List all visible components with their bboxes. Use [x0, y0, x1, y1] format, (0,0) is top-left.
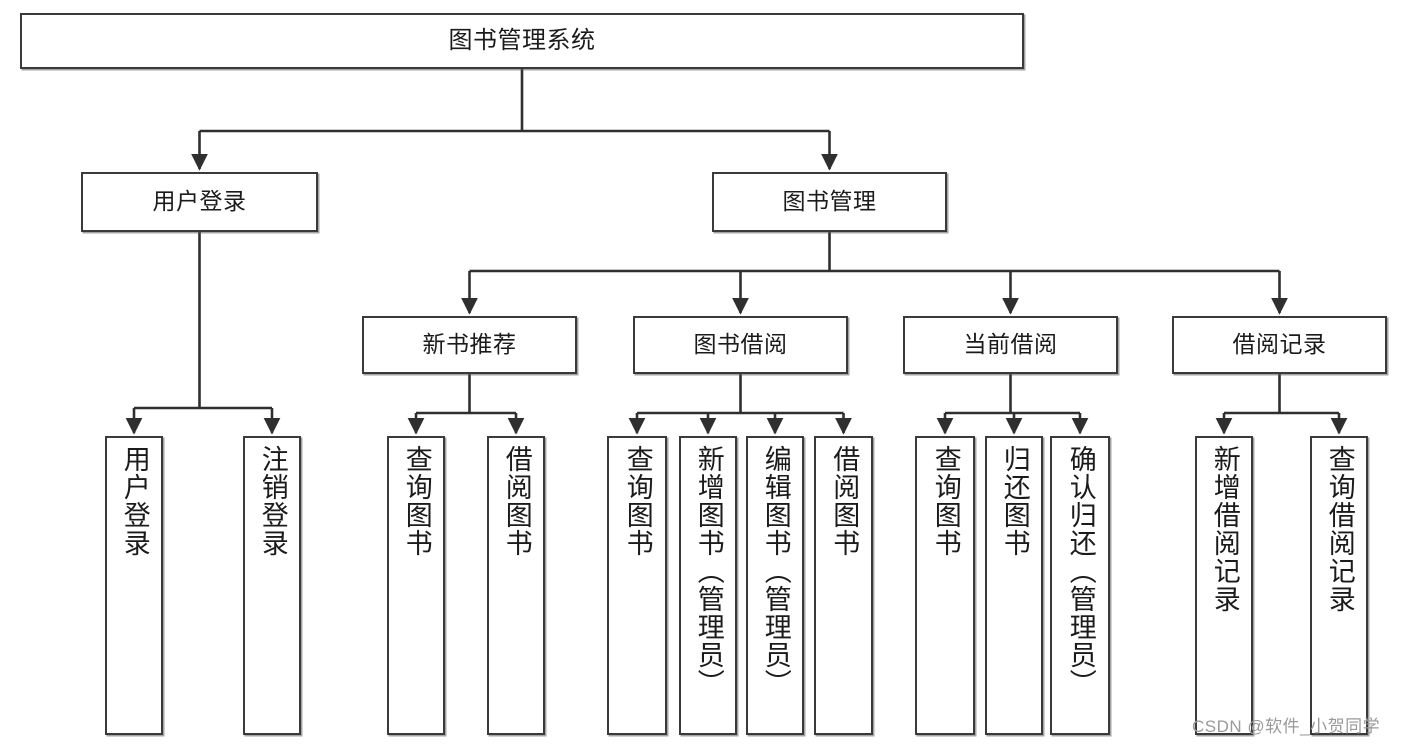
- node-label: 新书推荐: [422, 331, 517, 358]
- node-new-book-recommend[interactable]: 新书推荐: [362, 316, 577, 374]
- node-root[interactable]: 图书管理系统: [20, 13, 1024, 69]
- node-current-borrow[interactable]: 当前借阅: [903, 316, 1118, 374]
- node-label: 新增借阅记录: [1209, 445, 1240, 613]
- node-leaf-logout[interactable]: 注销登录: [243, 436, 301, 735]
- csdn-watermark: CSDN @软件_小贺同学: [1192, 717, 1381, 736]
- node-label: 借阅图书: [501, 445, 532, 557]
- node-leaf-borrow-book-1[interactable]: 借阅图书: [487, 436, 545, 735]
- node-label: 图书管理: [782, 188, 877, 215]
- node-label: 用户登录: [119, 445, 150, 557]
- node-label: 编辑图书（管理员）: [760, 445, 791, 697]
- node-leaf-query-book-1[interactable]: 查询图书: [387, 436, 445, 735]
- node-label: 查询图书: [622, 445, 653, 557]
- node-leaf-add-book-admin[interactable]: 新增图书（管理员）: [679, 436, 737, 735]
- node-label: 新增图书（管理员）: [693, 445, 724, 697]
- node-label: 查询图书: [930, 445, 961, 557]
- node-leaf-user-login[interactable]: 用户登录: [105, 436, 163, 735]
- node-label: 借阅记录: [1232, 331, 1327, 358]
- node-borrow-record[interactable]: 借阅记录: [1172, 316, 1387, 374]
- node-leaf-return-book[interactable]: 归还图书: [985, 436, 1043, 735]
- node-book-manage[interactable]: 图书管理: [712, 172, 947, 232]
- node-label: 注销登录: [257, 445, 288, 557]
- node-label: 查询图书: [401, 445, 432, 557]
- node-user-login[interactable]: 用户登录: [81, 172, 318, 232]
- node-label: 图书借阅: [693, 331, 788, 358]
- node-label: 归还图书: [999, 445, 1030, 557]
- node-leaf-query-book-3[interactable]: 查询图书: [915, 436, 975, 735]
- node-label: 查询借阅记录: [1324, 445, 1355, 613]
- node-label: 借阅图书: [829, 445, 860, 557]
- node-label: 确认归还（管理员）: [1065, 445, 1096, 697]
- node-label: 图书管理系统: [448, 26, 596, 54]
- node-leaf-query-record[interactable]: 查询借阅记录: [1310, 436, 1368, 735]
- node-label: 用户登录: [152, 188, 247, 215]
- node-leaf-borrow-book-2[interactable]: 借阅图书: [814, 436, 873, 735]
- node-leaf-confirm-return-admin[interactable]: 确认归还（管理员）: [1050, 436, 1110, 735]
- node-leaf-query-book-2[interactable]: 查询图书: [607, 436, 667, 735]
- node-leaf-edit-book-admin[interactable]: 编辑图书（管理员）: [746, 436, 804, 735]
- node-book-borrow[interactable]: 图书借阅: [633, 316, 848, 374]
- node-leaf-add-record[interactable]: 新增借阅记录: [1195, 436, 1253, 735]
- node-label: 当前借阅: [963, 331, 1058, 358]
